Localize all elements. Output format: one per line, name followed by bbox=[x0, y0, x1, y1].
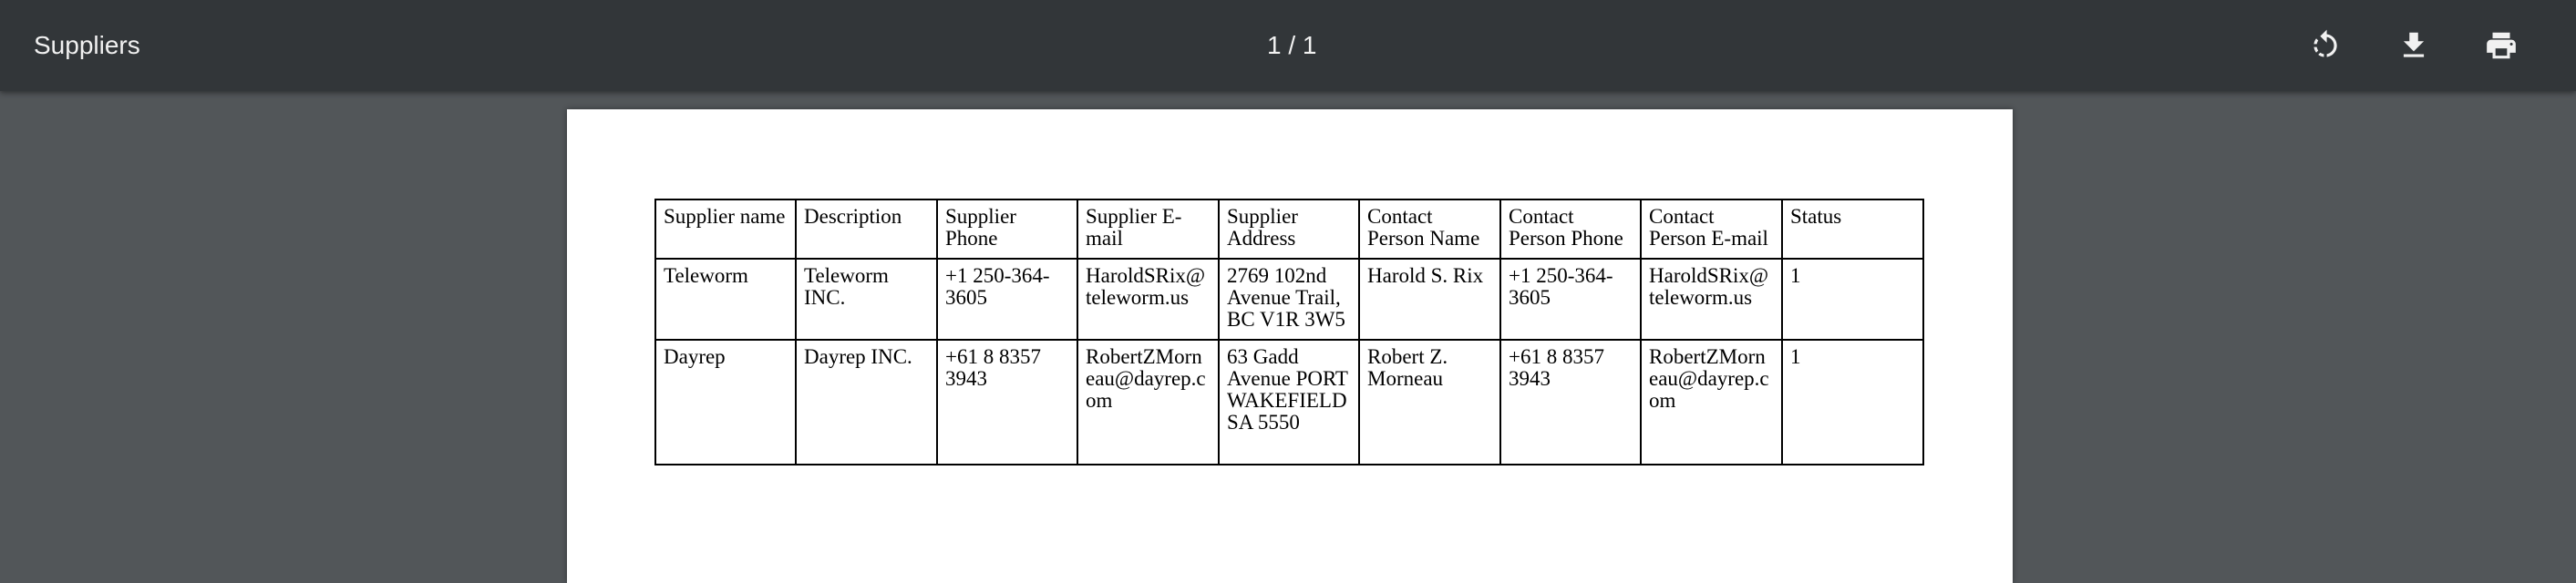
print-icon bbox=[2487, 32, 2516, 59]
pdf-toolbar: Suppliers 1 / 1 bbox=[0, 0, 2576, 91]
cell-supplier-address: 63 Gadd Avenue PORT WAKEFIELD SA 5550 bbox=[1218, 339, 1360, 465]
header-supplier-phone: Supplier Phone bbox=[936, 199, 1078, 260]
table-row: Teleworm Teleworm INC. +1 250-364-3605 H… bbox=[654, 258, 1924, 341]
cell-contact-person-email: RobertZMorneau@dayrep.com bbox=[1640, 339, 1783, 465]
header-supplier-email: Supplier E-mail bbox=[1077, 199, 1220, 260]
cell-contact-person-email: HaroldSRix@teleworm.us bbox=[1640, 258, 1783, 341]
cell-supplier-phone: +1 250-364-3605 bbox=[936, 258, 1078, 341]
cell-contact-person-phone: +1 250-364-3605 bbox=[1499, 258, 1642, 341]
cell-status: 1 bbox=[1781, 339, 1924, 465]
pdf-viewer[interactable]: Supplier name Description Supplier Phone… bbox=[0, 91, 2576, 583]
header-contact-person-email: Contact Person E-mail bbox=[1640, 199, 1783, 260]
table-header-row: Supplier name Description Supplier Phone… bbox=[654, 199, 1924, 260]
cell-contact-person-name: Robert Z. Morneau bbox=[1358, 339, 1501, 465]
cell-contact-person-phone: +61 8 8357 3943 bbox=[1499, 339, 1642, 465]
cell-supplier-name: Teleworm bbox=[654, 258, 797, 341]
cell-description: Dayrep INC. bbox=[795, 339, 938, 465]
cell-supplier-email: RobertZMorneau@dayrep.com bbox=[1077, 339, 1220, 465]
suppliers-table: Supplier name Description Supplier Phone… bbox=[654, 199, 1924, 465]
header-contact-person-name: Contact Person Name bbox=[1358, 199, 1501, 260]
download-icon bbox=[2403, 32, 2425, 57]
download-button[interactable] bbox=[2392, 24, 2436, 67]
rotate-button[interactable] bbox=[2303, 24, 2347, 67]
header-supplier-name: Supplier name bbox=[654, 199, 797, 260]
cell-contact-person-name: Harold S. Rix bbox=[1358, 258, 1501, 341]
header-supplier-address: Supplier Address bbox=[1218, 199, 1360, 260]
rotate-icon bbox=[2313, 29, 2337, 57]
cell-supplier-phone: +61 8 8357 3943 bbox=[936, 339, 1078, 465]
cell-supplier-name: Dayrep bbox=[654, 339, 797, 465]
header-status: Status bbox=[1781, 199, 1924, 260]
document-title: Suppliers bbox=[34, 31, 140, 59]
cell-status: 1 bbox=[1781, 258, 1924, 341]
pdf-page: Supplier name Description Supplier Phone… bbox=[567, 109, 2013, 583]
header-description: Description bbox=[795, 199, 938, 260]
cell-supplier-email: HaroldSRix@teleworm.us bbox=[1077, 258, 1220, 341]
table-row: Dayrep Dayrep INC. +61 8 8357 3943 Rober… bbox=[654, 339, 1924, 465]
cell-description: Teleworm INC. bbox=[795, 258, 938, 341]
page-counter: 1 / 1 bbox=[1267, 31, 1317, 59]
header-contact-person-phone: Contact Person Phone bbox=[1499, 199, 1642, 260]
print-button[interactable] bbox=[2479, 24, 2523, 67]
cell-supplier-address: 2769 102nd Avenue Trail, BC V1R 3W5 bbox=[1218, 258, 1360, 341]
